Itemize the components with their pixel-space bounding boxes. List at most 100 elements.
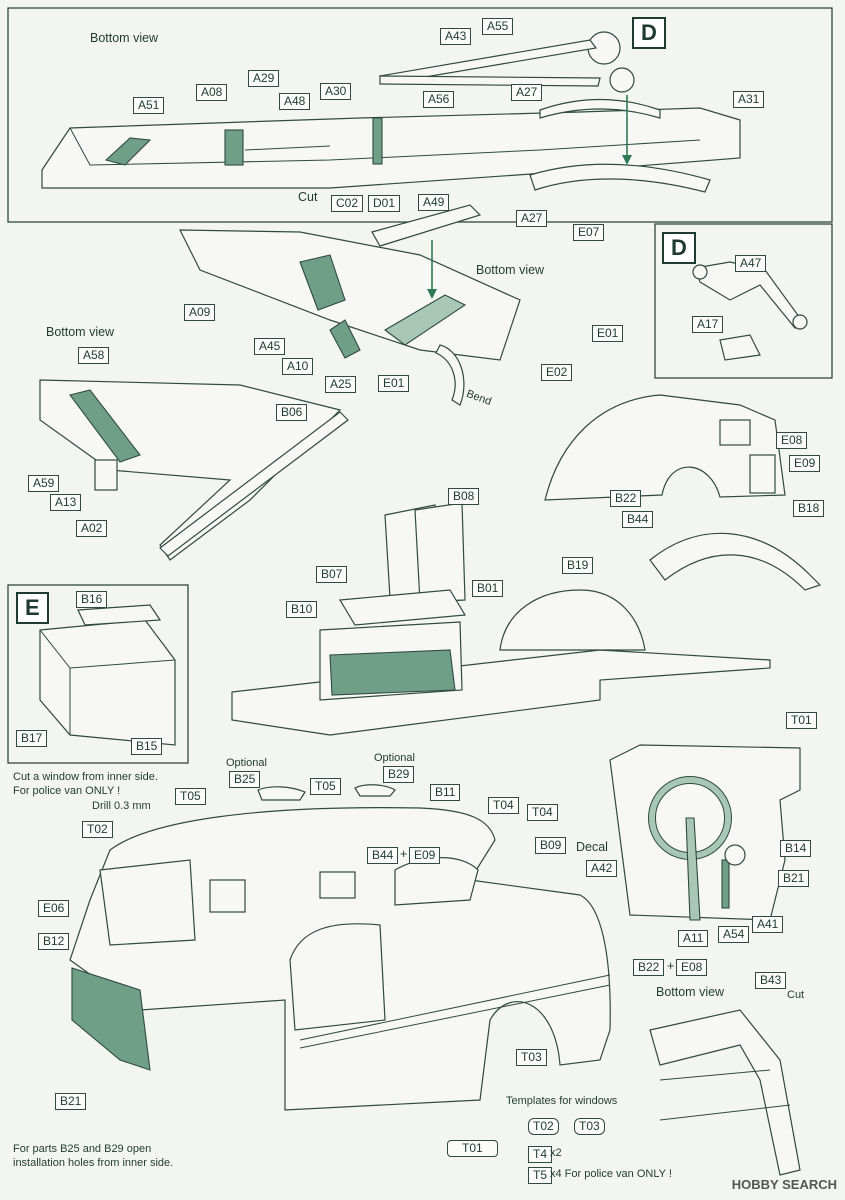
badge-e: E: [16, 592, 49, 624]
part-label: B08: [448, 488, 480, 505]
part-label: T04: [527, 804, 558, 821]
part-label: A08: [196, 84, 228, 101]
part-label: T01: [786, 712, 817, 729]
part-label: A29: [248, 70, 280, 87]
part-label: A31: [733, 91, 765, 108]
dashboard-steering: [609, 744, 801, 921]
part-label: B18: [793, 500, 825, 517]
part-label: B22: [610, 490, 642, 507]
part-label: A30: [320, 83, 352, 100]
chassis-frame-middle: [179, 204, 521, 406]
part-label: A13: [50, 494, 82, 511]
part-label: A11: [678, 930, 709, 947]
badge-d-detail: D: [662, 232, 696, 264]
front-suspension: [39, 379, 349, 561]
bottom-view-label: Bottom view: [656, 985, 725, 999]
part-label: E01: [592, 325, 624, 342]
part-label: A49: [418, 194, 450, 211]
part-label: B29: [383, 766, 415, 783]
part-label: B44: [622, 511, 654, 528]
part-label: B43: [755, 972, 787, 989]
part-label: B07: [316, 566, 348, 583]
part-label: D01: [368, 195, 401, 212]
template-t01: T01: [447, 1140, 498, 1157]
part-label: E09: [789, 455, 821, 472]
plus-sign: +: [400, 847, 408, 861]
cut-label: Cut: [787, 989, 805, 1001]
part-label: B15: [131, 738, 163, 755]
part-label: A41: [752, 916, 784, 933]
part-label: T02: [82, 821, 113, 838]
watermark: HOBBY SEARCH: [731, 1177, 837, 1192]
part-label: B19: [562, 557, 594, 574]
template-t5: T5: [528, 1167, 553, 1184]
part-label: E08: [776, 432, 808, 449]
bottom-view-label: Bottom view: [46, 325, 115, 339]
part-label: A27: [511, 84, 543, 101]
part-label: B22: [633, 959, 665, 976]
drill-note: Drill 0.3 mm: [92, 800, 151, 812]
part-label: A48: [279, 93, 311, 110]
part-label: A02: [76, 520, 108, 537]
part-label: B16: [76, 591, 108, 608]
part-label: A51: [133, 97, 165, 114]
part-label: T05: [310, 778, 341, 795]
bottom-view-label: Bottom view: [90, 31, 159, 45]
part-label: E08: [676, 959, 708, 976]
part-label: A10: [282, 358, 314, 375]
chassis-frame-top: [41, 31, 741, 193]
part-label: B06: [276, 404, 308, 421]
body-side-panel: [544, 394, 786, 501]
part-label: E01: [378, 375, 410, 392]
part-label: B21: [778, 870, 810, 887]
part-label: A55: [482, 18, 514, 35]
part-label: B17: [16, 730, 48, 747]
part-label: B25: [229, 771, 261, 788]
part-label: B12: [38, 933, 70, 950]
part-label: A58: [78, 347, 110, 364]
floor-and-seat: [231, 502, 822, 736]
part-label: C02: [331, 195, 364, 212]
template-t02: T02: [528, 1118, 559, 1135]
template-x4-note: x4 For police van ONLY !: [550, 1168, 672, 1180]
part-label: B01: [472, 580, 504, 597]
police-only-note: For police van ONLY !: [13, 785, 121, 797]
optional-label: Optional: [374, 752, 415, 764]
template-t4: T4: [528, 1146, 553, 1163]
optional-label: Optional: [226, 757, 267, 769]
part-label: E09: [409, 847, 441, 864]
part-label: T05: [175, 788, 206, 805]
van-body: [69, 784, 611, 1111]
template-x2: x2: [550, 1147, 562, 1159]
part-label: A27: [516, 210, 548, 227]
note-line-2: installation holes from inner side.: [13, 1157, 174, 1169]
templates-title: Templates for windows: [506, 1095, 618, 1107]
part-label: B10: [286, 601, 318, 618]
part-label: B21: [55, 1093, 87, 1110]
part-label: A54: [718, 926, 750, 943]
part-label: B44: [367, 847, 399, 864]
part-label: A47: [735, 255, 767, 272]
rear-axle-detail: [692, 261, 808, 361]
chassis-bottom-right: [649, 1009, 801, 1176]
plus-sign: +: [667, 959, 675, 973]
part-label: E02: [541, 364, 573, 381]
part-label: E06: [38, 900, 70, 917]
part-label: A17: [692, 316, 724, 333]
part-label: A59: [28, 475, 60, 492]
decal-label: Decal: [576, 840, 608, 854]
template-t03: T03: [574, 1118, 605, 1135]
part-label: T04: [488, 797, 519, 814]
part-label: E07: [573, 224, 605, 241]
storage-box: [39, 604, 176, 746]
cut-window-note: Cut a window from inner side.: [13, 771, 158, 783]
badge-d: D: [632, 17, 666, 49]
part-label: A09: [184, 304, 216, 321]
bottom-view-label: Bottom view: [476, 263, 545, 277]
cut-label: Cut: [298, 190, 318, 204]
part-label: T03: [516, 1049, 547, 1066]
part-label: B11: [430, 784, 461, 801]
part-label: A56: [423, 91, 455, 108]
part-label: A42: [586, 860, 618, 877]
